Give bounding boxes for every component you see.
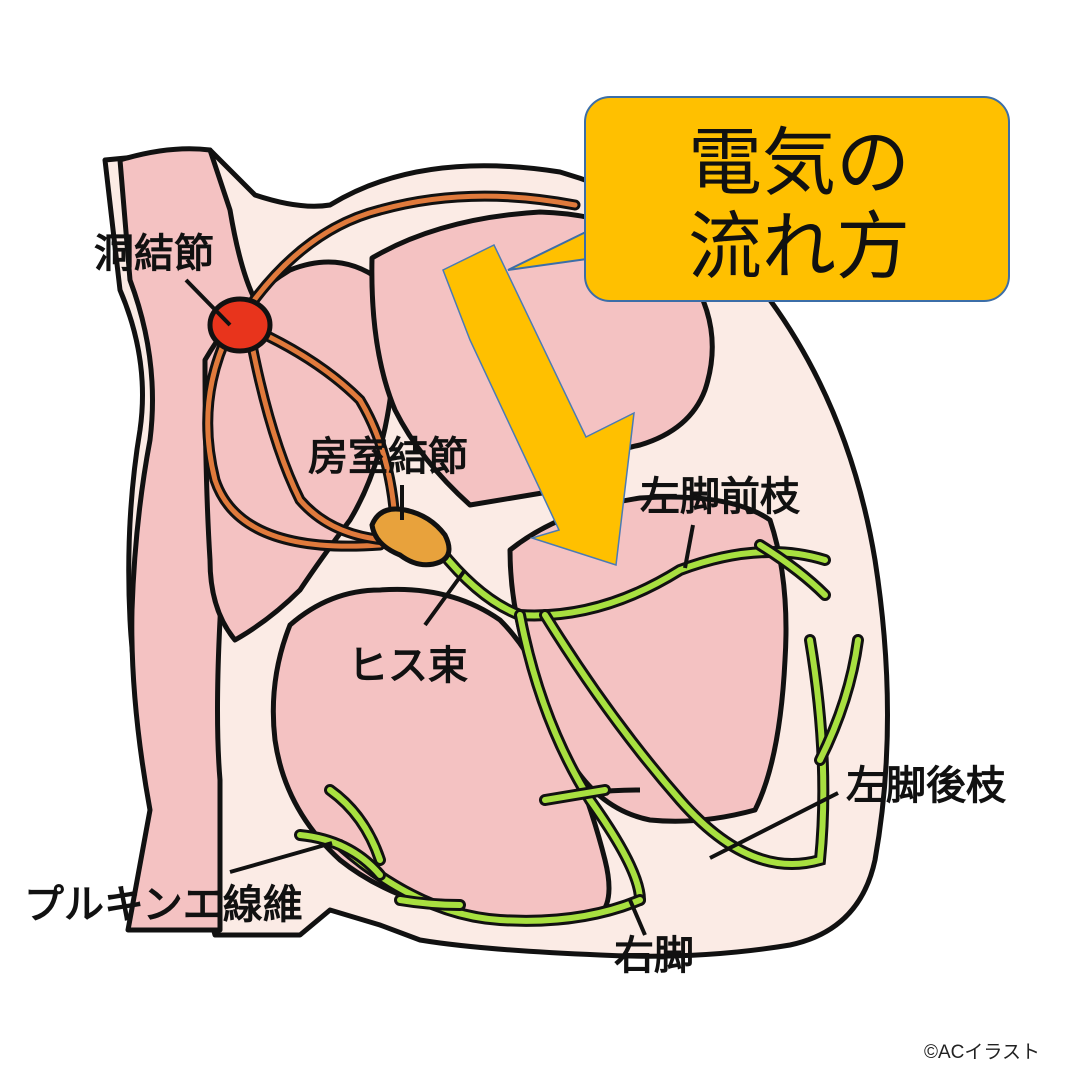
callout-line-1: 電気の	[688, 120, 910, 206]
leader-lines	[184, 278, 839, 936]
callout-line-2: 流れ方	[688, 204, 910, 290]
label-sinoatrial-node: 洞結節	[94, 231, 214, 277]
conduction-fibers	[294, 539, 864, 927]
label-his-bundle: ヒス束	[348, 643, 468, 689]
label-purkinje-fibers: プルキンエ線維	[24, 882, 303, 928]
flow-arrow	[442, 243, 635, 566]
callout-box: 電気の 流れ方	[584, 96, 1010, 302]
label-left-anterior-branch: 左脚前枝	[640, 474, 800, 520]
label-av-node: 房室結節	[308, 434, 468, 480]
label-right-bundle: 右脚	[614, 933, 694, 979]
sa-node	[207, 296, 273, 354]
label-left-posterior-branch: 左脚後枝	[846, 763, 1006, 809]
atrial-pathways	[202, 190, 581, 552]
copyright-text: ©ACイラスト	[923, 1042, 1040, 1063]
